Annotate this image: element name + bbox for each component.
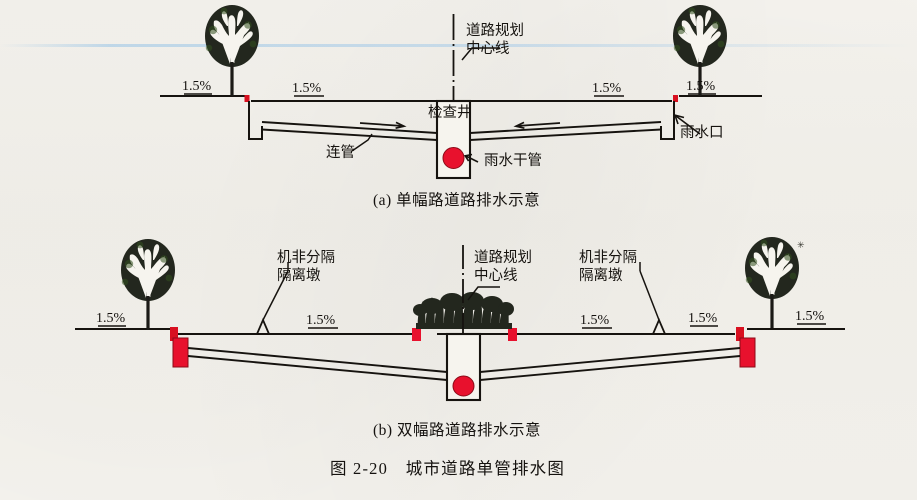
rain-inlet-right-a	[660, 101, 675, 140]
centerline-label-a: 道路规划 中心线	[466, 23, 524, 58]
tree-icon-right-b	[745, 237, 799, 328]
curb-marker-left-a	[244, 95, 250, 102]
connecting-pipe-right-a	[469, 121, 662, 141]
connecting-pipe-leader-a	[351, 133, 373, 152]
slope-label-a-1: 1.5%	[182, 79, 212, 94]
slope-label-b-2: 1.5%	[306, 313, 336, 328]
slope-label-b-4: 1.5%	[688, 311, 718, 326]
separator-barrier-left-b	[255, 317, 271, 335]
centerline-leader-a	[461, 47, 500, 61]
centerline-leader-b	[467, 286, 500, 301]
slope-ticks-b	[98, 323, 826, 329]
separator-barrier-right-b	[651, 317, 667, 335]
slope-ticks-a	[184, 93, 716, 97]
rain-inlet-left-a	[248, 101, 263, 140]
panel-b-diagram: ✳	[75, 237, 845, 402]
manhole-shaft-b	[445, 332, 482, 402]
centerline-label-b: 道路规划 中心线	[474, 250, 532, 285]
slope-label-a-3: 1.5%	[592, 81, 622, 96]
rain-inlet-leader-a	[673, 114, 701, 135]
separator-leader-left-b	[262, 270, 289, 321]
connecting-pipe-label-a: 连管	[326, 145, 355, 161]
storm-main-pipe-a	[442, 147, 465, 169]
curb-marker-left-b	[170, 327, 178, 341]
connecting-pipe-left-b	[187, 347, 448, 381]
separator-label-left-b: 机非分隔 隔离墩	[277, 250, 335, 285]
rain-inlet-label-a: 雨水口	[680, 125, 724, 141]
storm-main-leader-a	[463, 153, 479, 163]
connecting-pipe-right-b	[479, 347, 741, 381]
storm-main-label-a: 雨水干管	[484, 153, 542, 169]
slope-label-a-4: 1.5%	[686, 79, 716, 94]
median-curb-left-b	[412, 328, 421, 341]
slope-label-b-5: 1.5%	[795, 309, 825, 324]
connecting-pipe-left-a	[261, 121, 438, 141]
median-curb-right-b	[508, 328, 517, 341]
manhole-label-a: 检查井	[428, 105, 472, 121]
separator-leader-right-b	[639, 270, 660, 321]
tree-icon-left-b	[121, 239, 175, 330]
rain-inlet-right-b	[739, 337, 756, 368]
figure-title: 图 2-20 城市道路单管排水图	[330, 459, 566, 478]
panel-a-caption: (a) 单幅路道路排水示意	[373, 192, 541, 209]
curb-marker-right-a	[673, 95, 678, 102]
flow-arrow-right-a	[513, 121, 561, 130]
slope-label-b-1: 1.5%	[96, 311, 126, 326]
scan-speck: ✳	[797, 240, 805, 250]
rain-inlet-left-b	[172, 337, 189, 368]
separator-label-right-b: 机非分隔 隔离墩	[579, 250, 637, 285]
shrub-hedge-icon-b	[413, 292, 514, 329]
panel-a-diagram	[160, 5, 762, 180]
flow-arrow-left-a	[359, 121, 407, 130]
tree-icon-left-a	[205, 5, 259, 96]
slope-label-b-3: 1.5%	[580, 313, 610, 328]
slope-label-a-2: 1.5%	[292, 81, 322, 96]
curb-marker-right-b	[736, 327, 744, 341]
storm-main-pipe-b	[452, 375, 475, 397]
panel-b-caption: (b) 双幅路道路排水示意	[373, 422, 541, 439]
